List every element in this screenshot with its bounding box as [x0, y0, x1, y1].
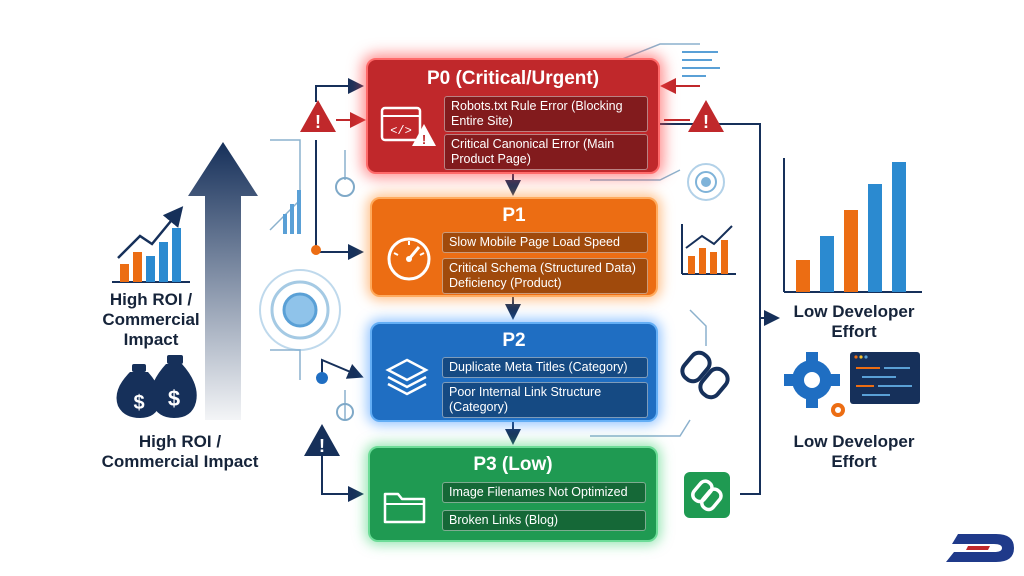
- warning-icon-left: !: [300, 100, 336, 132]
- issue-item: Robots.txt Rule Error (Blocking Entire S…: [444, 96, 648, 132]
- high-roi-label-top: High ROI / Commercial Impact: [102, 290, 200, 349]
- priority-title-p0: P0 (Critical/Urgent): [426, 68, 600, 89]
- low-effort-label-bottom: Low Developer Effort: [793, 432, 915, 471]
- priority-box-p2: P2 Duplicate Meta Titles (Category) Poor…: [370, 322, 658, 422]
- folder-icon: [383, 492, 426, 524]
- high-roi-label-bottom: High ROI / Commercial Impact: [101, 432, 259, 471]
- mini-chart-icon: [681, 224, 736, 275]
- svg-text:$: $: [168, 386, 180, 411]
- priority-box-p3: P3 (Low) Image Filenames Not Optimized B…: [368, 446, 658, 542]
- mini-bars-icon: [283, 190, 301, 234]
- chain-link-badge-icon: [684, 472, 730, 518]
- issue-item: Critical Canonical Error (Main Product P…: [444, 134, 648, 170]
- brand-logo: [946, 534, 1014, 562]
- svg-text:!: !: [703, 112, 709, 132]
- warning-icon-right: !: [688, 100, 724, 132]
- priority-title-p2: P2: [502, 330, 526, 351]
- code-panel-icon: [682, 51, 720, 77]
- money-bags-icon: $ $: [116, 355, 197, 418]
- node-orange: [311, 245, 321, 255]
- issue-item: Image Filenames Not Optimized: [442, 482, 646, 503]
- warning-icon-lower: !: [304, 424, 340, 456]
- gear-code-icon: [784, 352, 920, 417]
- browser-code-warning-icon: </> !: [380, 106, 436, 147]
- svg-text:!: !: [315, 112, 321, 132]
- issue-item: Slow Mobile Page Load Speed: [442, 232, 648, 253]
- target-icon-small: [687, 163, 725, 201]
- priority-box-p1: P1 Slow Mobile Page Load Speed Critical …: [370, 197, 658, 297]
- speedometer-icon: [387, 237, 431, 281]
- up-arrow-icon: [188, 142, 258, 420]
- target-icon: [259, 269, 341, 351]
- ring-icon: [335, 177, 355, 421]
- chain-link-icon: [680, 350, 730, 400]
- priority-box-p0: P0 (Critical/Urgent) </> ! Robots.txt Ru…: [366, 58, 660, 174]
- low-effort-label-top: Low Developer Effort: [793, 302, 915, 341]
- svg-text:!: !: [319, 436, 325, 456]
- issue-item: Critical Schema (Structured Data) Defici…: [442, 258, 648, 294]
- svg-text:$: $: [133, 392, 144, 414]
- bar-chart-arrow-icon: [112, 206, 190, 283]
- svg-text:!: !: [422, 132, 426, 147]
- priority-title-p3: P3 (Low): [473, 454, 553, 475]
- issue-item: Duplicate Meta Titles (Category): [442, 357, 648, 378]
- issue-item: Broken Links (Blog): [442, 510, 646, 531]
- layers-icon: [385, 358, 429, 396]
- issue-item: Poor Internal Link Structure (Category): [442, 382, 648, 418]
- node-blue: [316, 372, 328, 384]
- priority-title-p1: P1: [502, 205, 526, 226]
- svg-text:</>: </>: [390, 124, 412, 138]
- bar-chart-icon: [783, 158, 922, 293]
